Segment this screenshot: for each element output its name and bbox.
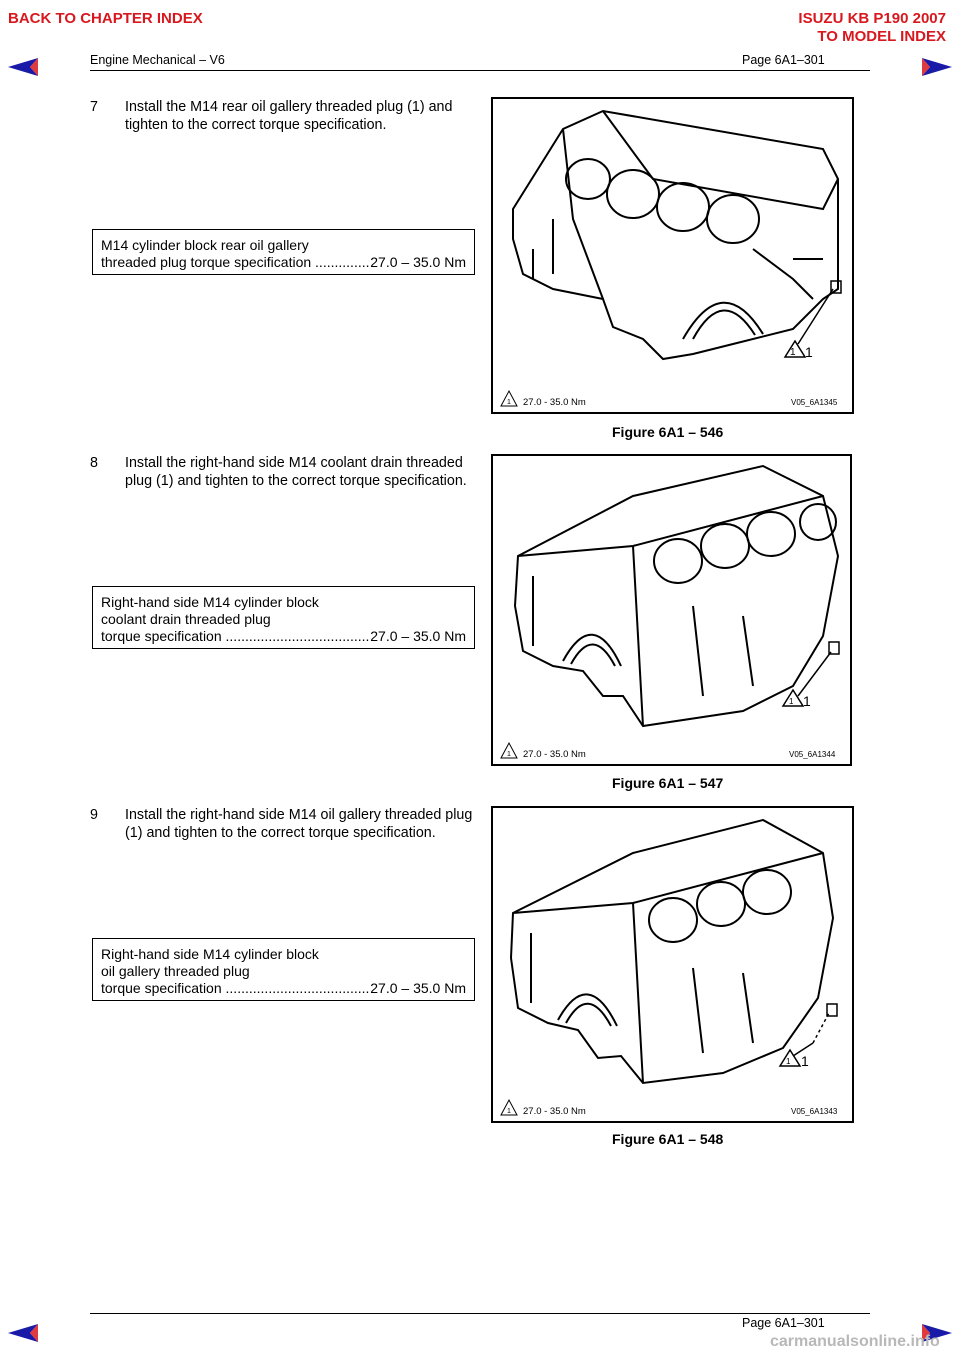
watermark: carmanualsonline.info [770,1333,940,1350]
right-arrow-icon[interactable] [920,56,954,78]
spec-label: threaded plug torque specification [101,254,370,271]
callout-number: 1 [786,1057,791,1066]
torque-callout-number: 1 [507,751,511,758]
torque-callout-number: 1 [507,399,511,406]
spec-value: 27.0 – 35.0 Nm [370,254,466,270]
torque-label: 27.0 - 35.0 Nm [523,1106,586,1117]
callout-number: 1 [789,697,794,706]
spec-line: M14 cylinder block rear oil gallery [101,237,309,253]
torque-label: 27.0 - 35.0 Nm [523,397,586,408]
figure-547: 1 1 1 27.0 - 35.0 Nm V05_6A1344 [491,454,852,766]
figure-caption: Figure 6A1 – 546 [612,424,724,440]
figure-code: V05_6A1343 [791,1107,838,1116]
header-rule [90,70,870,71]
step-number: 8 [90,455,98,471]
spec-label: torque specification [101,980,370,997]
engine-block-illustration: 1 1 1 27.0 - 35.0 Nm V05_6A1345 [500,109,842,408]
back-to-chapter-index-link[interactable]: BACK TO CHAPTER INDEX [8,10,203,27]
step-text: Install the M14 rear oil gallery threade… [125,99,453,133]
callout-label: 1 [803,693,811,709]
spec-value: 27.0 – 35.0 Nm [370,980,466,996]
figure-code: V05_6A1344 [789,750,836,759]
figure-caption: Figure 6A1 – 548 [612,1131,724,1147]
spec-line: coolant drain threaded plug [101,611,271,627]
spec-line: oil gallery threaded plug [101,963,250,979]
step-number: 7 [90,99,98,115]
step-text: Install the right-hand side M14 coolant … [125,455,467,489]
callout-label: 1 [801,1053,809,1069]
torque-label: 27.0 - 35.0 Nm [523,749,586,760]
model-title: ISUZU KB P190 2007 [798,10,946,27]
left-arrow-icon[interactable] [6,56,40,78]
to-model-index-label: TO MODEL INDEX [817,28,946,45]
model-index-link[interactable]: ISUZU KB P190 2007 TO MODEL INDEX [798,10,946,46]
figure-caption: Figure 6A1 – 547 [612,775,724,791]
section-title: Engine Mechanical – V6 [90,53,225,67]
right-arrow-icon[interactable] [920,1322,954,1344]
spec-value: 27.0 – 35.0 Nm [370,628,466,644]
footer-page-number: Page 6A1–301 [742,1316,825,1330]
engine-block-illustration: 1 1 1 27.0 - 35.0 Nm V05_6A1343 [500,818,838,1117]
step-number: 9 [90,807,98,823]
torque-callout-number: 1 [507,1108,511,1115]
torque-spec-box-9: Right-hand side M14 cylinder block oil g… [92,938,475,1001]
spec-line: Right-hand side M14 cylinder block [101,946,319,962]
figure-code: V05_6A1345 [791,398,838,407]
figure-546: 1 1 1 27.0 - 35.0 Nm V05_6A1345 [491,97,854,414]
spec-label: torque specification [101,628,370,645]
engine-block-illustration: 1 1 1 27.0 - 35.0 Nm V05_6A1344 [500,464,840,760]
callout-number: 1 [790,347,796,358]
callout-label: 1 [805,344,813,360]
figure-548: 1 1 1 27.0 - 35.0 Nm V05_6A1343 [491,806,854,1123]
step-text: Install the right-hand side M14 oil gall… [125,807,473,841]
torque-spec-box-8: Right-hand side M14 cylinder block coola… [92,586,475,649]
header-page-number: Page 6A1–301 [742,53,825,67]
torque-spec-box-7: M14 cylinder block rear oil gallery thre… [92,229,475,275]
spec-line: Right-hand side M14 cylinder block [101,594,319,610]
left-arrow-icon[interactable] [6,1322,40,1344]
footer-rule [90,1313,870,1314]
